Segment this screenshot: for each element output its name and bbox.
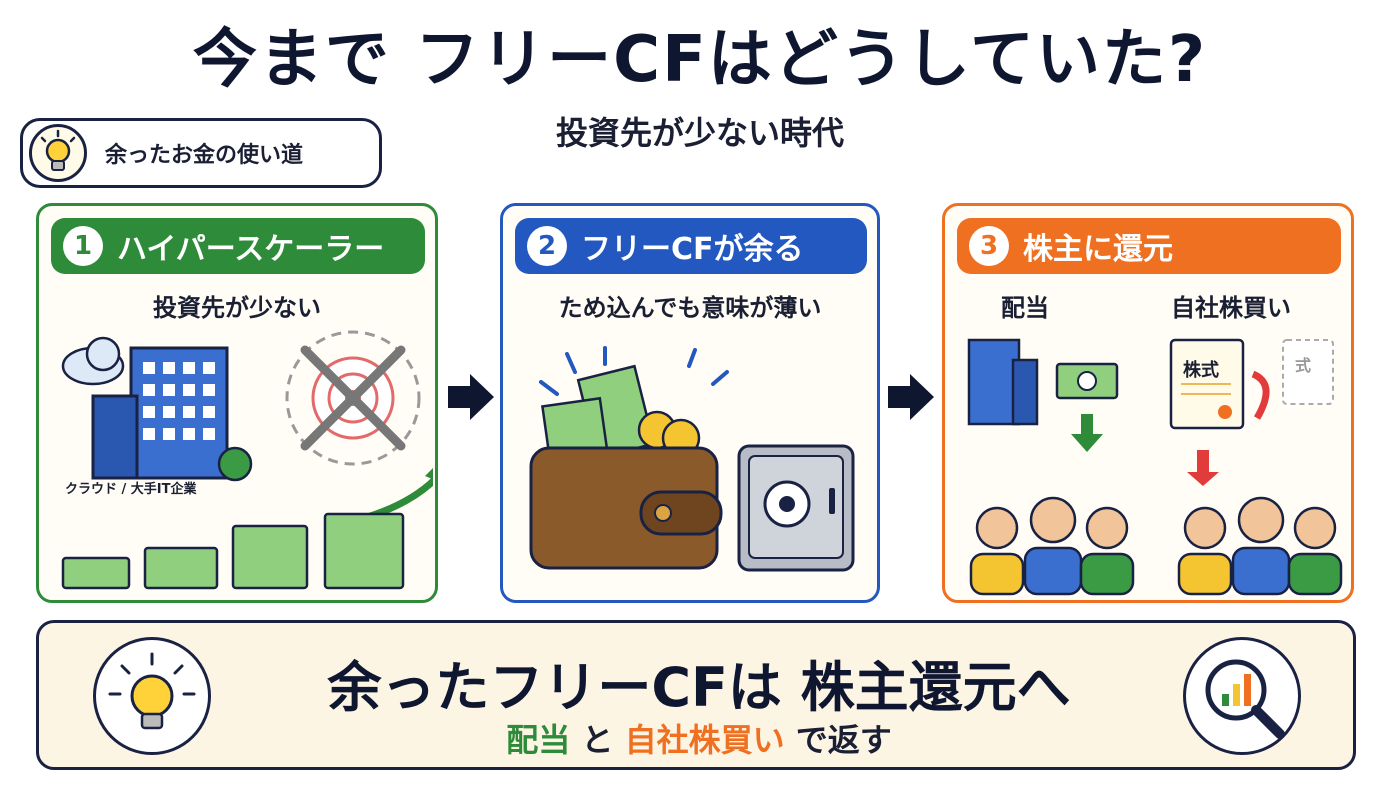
lightbulb-icon [93,637,211,755]
cash-stacks-icon [61,512,405,590]
stock-certificate-label: 株式 [1183,360,1219,381]
down-arrow-icon [1187,450,1219,486]
panel-subtitle: 投資先が少ない [153,294,321,322]
stock-certificate-icon [1169,338,1334,430]
dividend-text: 配当 [506,721,571,759]
dividend-label: 配当 [1001,294,1049,322]
panel-header: 1 ハイパースケーラー [51,218,425,274]
page-title: 今まで フリーCFはどうしていた? [192,23,1208,97]
magnifier-chart-icon [1183,637,1301,755]
right-arrow-icon [448,374,494,420]
panel-surplus-cf: 2 フリーCFが余る ため込んでも意味が薄い [500,203,880,603]
office-building-icon [91,346,253,482]
panel-header: 2 フリーCFが余る [515,218,867,274]
tag-label: 余ったお金の使い道 [20,118,382,188]
small-building-icon [967,338,1039,426]
panel-title: ハイパースケーラー [117,232,385,267]
panel-title: フリーCFが余る [581,232,804,267]
wallet-safe-illustration [529,346,855,572]
buyback-label: 自社株買い [1171,294,1291,322]
crossed-target-icon [285,330,421,466]
summary-main: 余ったフリーCFは 株主還元へ [327,656,1071,719]
buyback-text: 自社株買い [624,721,785,759]
safe-icon [737,444,855,572]
step-number: 2 [527,226,567,266]
shareholder-return-illustration [967,338,1343,596]
step-number: 1 [63,226,103,266]
right-arrow-icon [888,374,934,420]
shareholders-icon [969,496,1343,596]
down-arrow-icon [1071,414,1103,452]
banknote-icon [1055,362,1119,400]
step-number: 3 [969,226,1009,266]
summary-detail: 配当 と 自社株買い で返す [39,715,1359,761]
shine-lines-icon [539,346,729,396]
wallet-icon [529,364,723,570]
panel-header: 3 株主に還元 [957,218,1341,274]
panel-hyperscaler: 1 ハイパースケーラー 投資先が少ない [36,203,438,603]
tail-text: で返す [784,721,892,759]
stock-certificate-label-faded: 式 [1295,356,1312,375]
tag-label-text: 余ったお金の使い道 [105,143,304,168]
page-subtitle: 投資先が少ない時代 [555,114,844,152]
panel-subtitle: ため込んでも意味が薄い [558,294,822,322]
cloud-icon [61,336,125,386]
panel-shareholder-return: 3 株主に還元 配当 自社株買い 株式 [942,203,1354,603]
growth-arrow-icon [352,468,433,525]
hyperscaler-illustration [61,330,433,590]
lightbulb-icon [29,124,87,182]
panel-title: 株主に還元 [1023,232,1173,267]
summary-box: 余ったフリーCFは 株主還元へ 配当 と 自社株買い で返す [36,620,1356,770]
and-text: と [570,721,625,759]
company-caption: クラウド / 大手IT企業 [65,482,197,497]
